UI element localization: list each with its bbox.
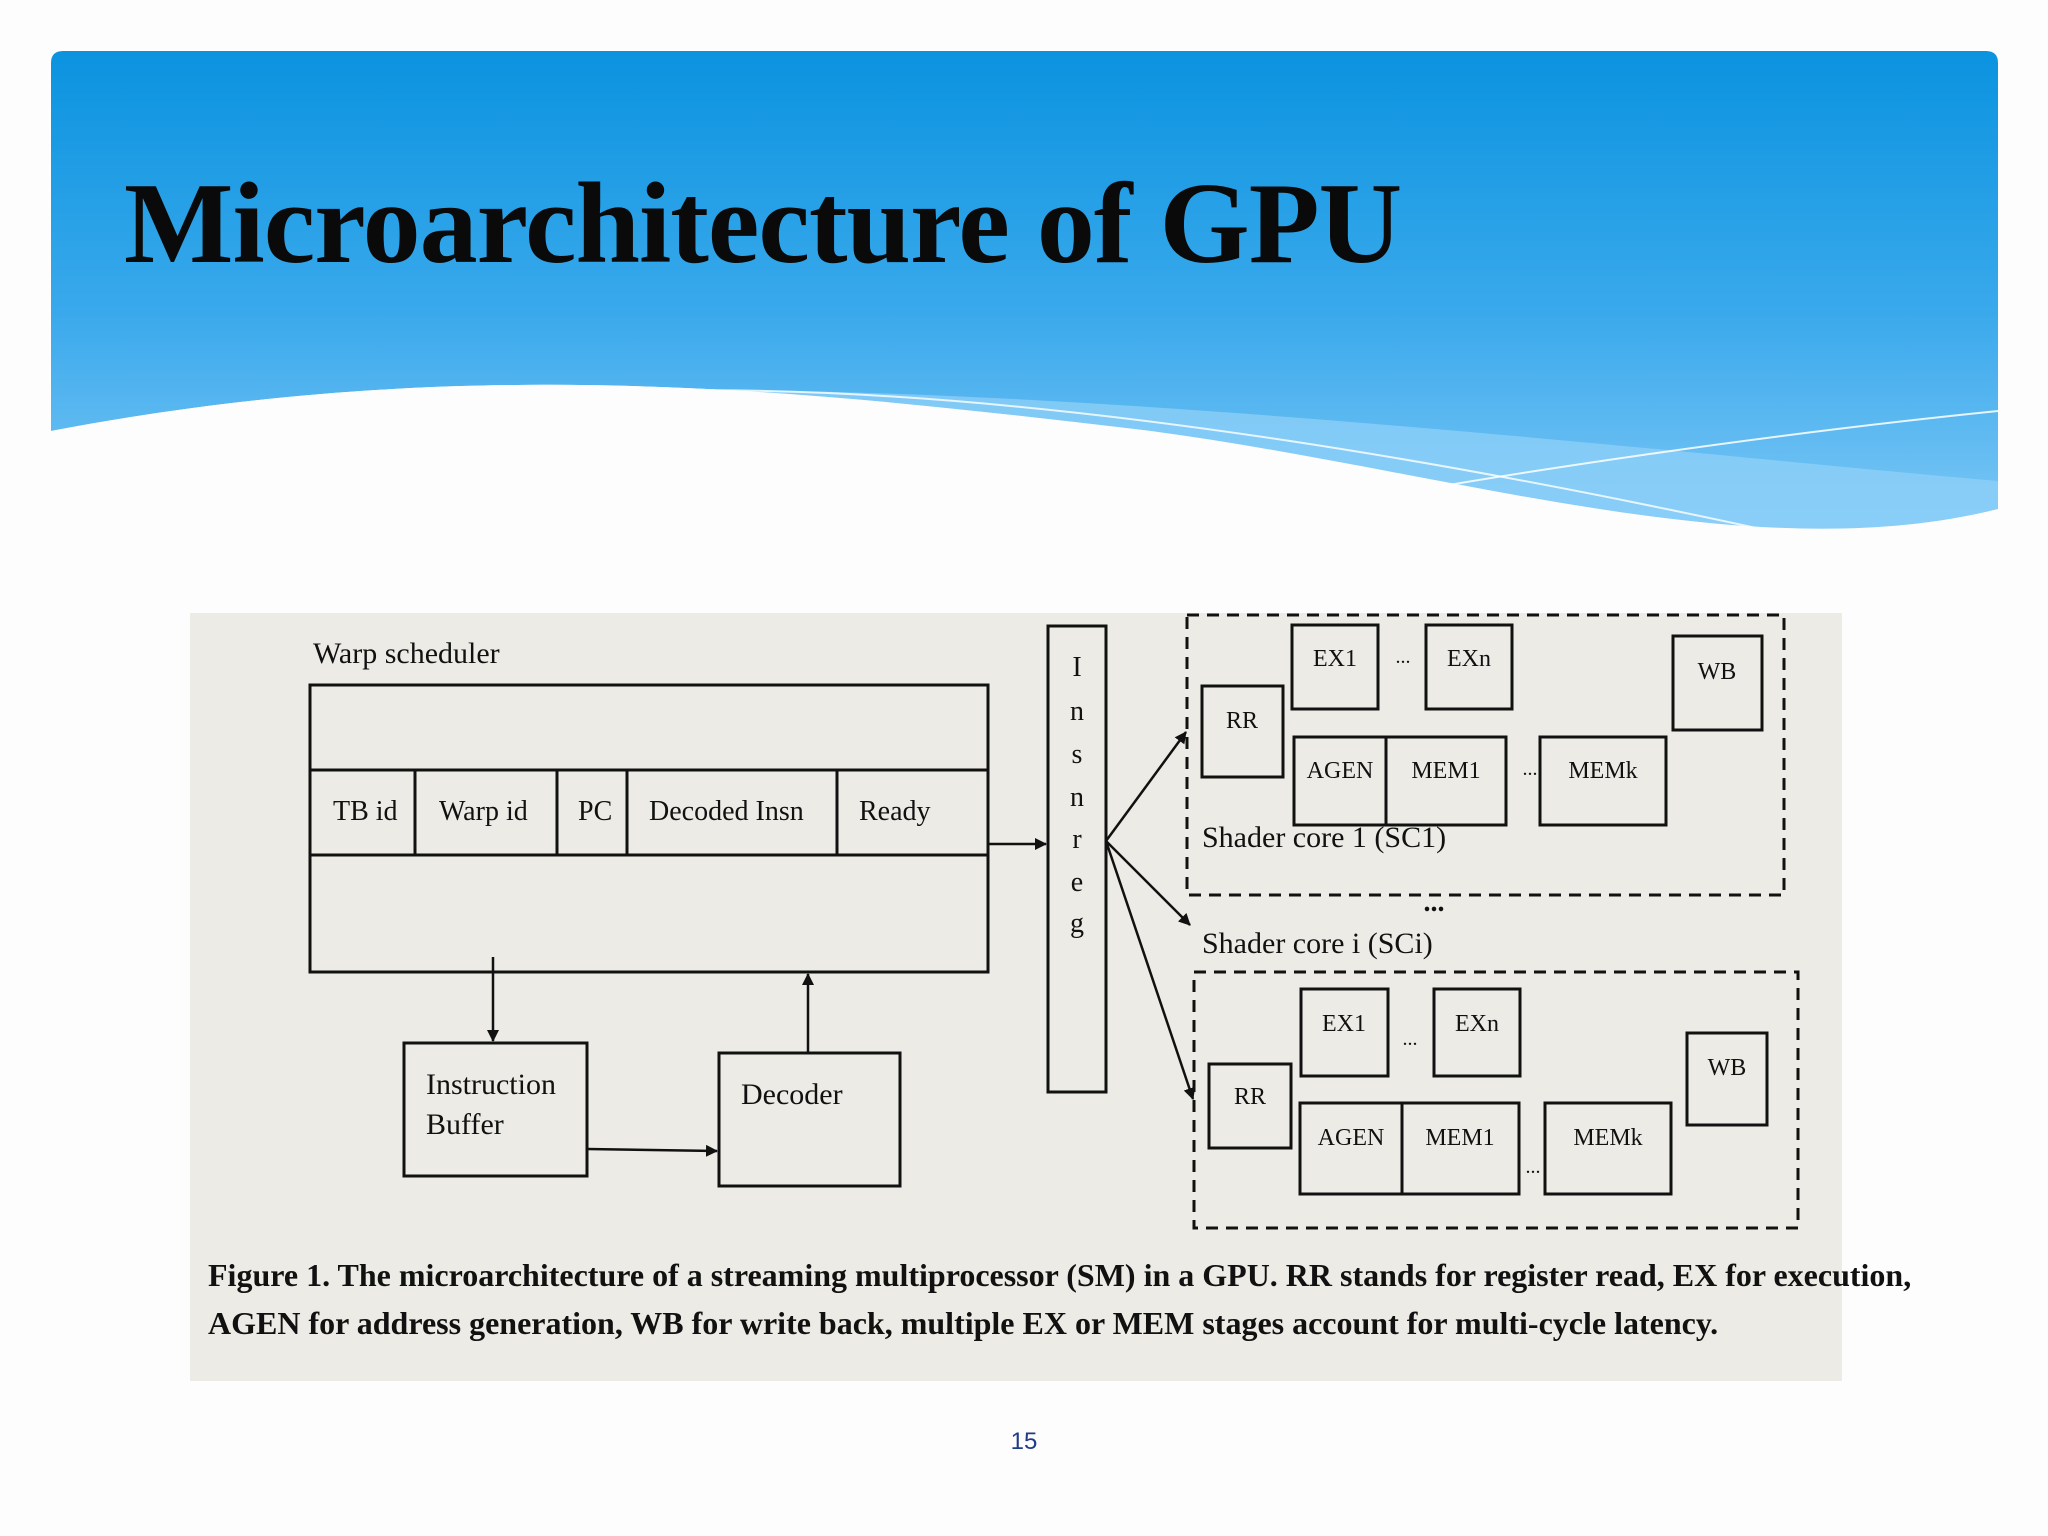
sc1-memk-label: MEMk (1568, 758, 1637, 784)
insnreg-letter: e (1071, 867, 1083, 898)
decoder-box (717, 1051, 902, 1188)
caption-line-2: AGEN for address generation, WB for writ… (208, 1305, 1719, 1341)
insnreg-letter: r (1072, 824, 1082, 855)
sc1-ex-ellipsis: ... (1396, 646, 1411, 668)
between-cores-ellipsis: ... (1424, 887, 1445, 918)
instruction-buffer-label-line2: Buffer (426, 1108, 504, 1141)
sci-wb-label: WB (1708, 1055, 1747, 1081)
sci-agen-label: AGEN (1318, 1125, 1385, 1151)
arrow-to-shader-core-i (1104, 840, 1196, 1100)
shader-core-1-label: Shader core 1 (SC1) (1202, 821, 1446, 854)
gpu-microarchitecture-diagram: Warp scheduler TB id Warp id PC Decoded … (308, 613, 1800, 1230)
sci-ex1-box (1299, 987, 1390, 1078)
insnreg-letter: g (1070, 908, 1084, 939)
sc1-memk-box (1538, 735, 1668, 827)
sc1-exn-label: EXn (1447, 646, 1491, 672)
warp-scheduler-label: Warp scheduler (313, 637, 500, 670)
sci-ex-ellipsis: ... (1403, 1028, 1418, 1050)
sc1-ex1-box (1290, 623, 1380, 711)
sci-memk-label: MEMk (1573, 1125, 1642, 1151)
column-ready: Ready (859, 796, 931, 827)
decoder-label: Decoder (741, 1078, 843, 1111)
page-number: 15 (1010, 1428, 1038, 1455)
sci-rr-box (1207, 1062, 1293, 1150)
insnreg-letter: n (1070, 696, 1084, 727)
insnreg-letter: n (1070, 782, 1084, 813)
arrow-to-shader-core-1 (1104, 731, 1188, 842)
instruction-buffer-label-line1: Instruction (426, 1068, 556, 1101)
column-decoded-insn: Decoded Insn (649, 796, 804, 827)
slide-title: Microarchitecture of GPU (124, 160, 1402, 288)
figure-image: Warp scheduler TB id Warp id PC Decoded … (190, 613, 1912, 1381)
header-banner (51, 51, 1998, 571)
sc1-rr-box (1200, 684, 1285, 779)
instruction-buffer-box (402, 1041, 589, 1178)
sci-exn-label: EXn (1455, 1011, 1499, 1037)
column-tb-id: TB id (333, 796, 398, 827)
sc1-mem-ellipsis: ... (1523, 758, 1538, 780)
caption-line-1: Figure 1. The microarchitecture of a str… (208, 1257, 1912, 1293)
sc1-ex1-label: EX1 (1313, 646, 1357, 672)
shader-core-i-boundary (1192, 970, 1800, 1230)
sc1-exn-box (1424, 623, 1514, 711)
sci-exn-box (1432, 987, 1522, 1078)
column-pc: PC (578, 796, 612, 827)
sc1-agen-label: AGEN (1307, 758, 1374, 784)
sci-memk-box (1543, 1101, 1673, 1196)
sc1-rr-label: RR (1226, 708, 1258, 734)
arrow-buffer-to-decoder (586, 1144, 718, 1157)
shader-core-i-label: Shader core i (SCi) (1202, 927, 1433, 960)
arrow-to-shader-core-middle (1105, 840, 1191, 926)
sc1-mem1-label: MEM1 (1411, 758, 1480, 784)
insnreg-letter: I (1072, 652, 1081, 683)
sc1-wb-box (1671, 634, 1764, 732)
sci-ex1-label: EX1 (1322, 1011, 1366, 1037)
sci-mem-ellipsis: ... (1526, 1156, 1541, 1178)
sc1-wb-label: WB (1698, 659, 1737, 685)
insnreg-letter: s (1072, 739, 1083, 770)
sci-wb-box (1685, 1031, 1769, 1127)
warp-scheduler-table (308, 683, 990, 974)
figure-caption: Figure 1. The microarchitecture of a str… (208, 1251, 1912, 1347)
instruction-register-box (1046, 624, 1108, 1094)
sci-mem1-box (1400, 1101, 1521, 1196)
sci-mem1-label: MEM1 (1425, 1125, 1494, 1151)
column-warp-id: Warp id (439, 796, 528, 827)
sci-rr-label: RR (1234, 1084, 1266, 1110)
sc1-mem1-box (1384, 735, 1508, 827)
